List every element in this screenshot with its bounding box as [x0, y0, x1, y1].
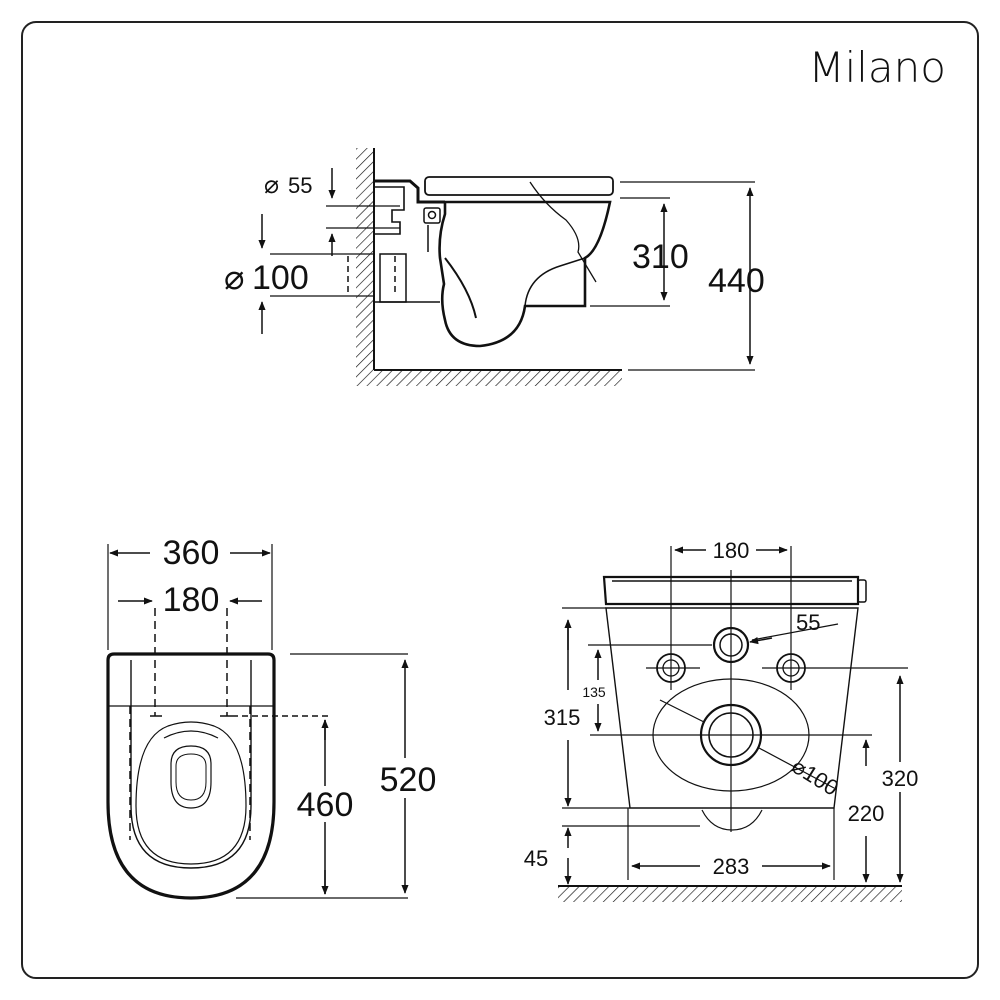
rear-view-dimensions [564, 546, 904, 885]
rear-fixing-spacing-label: 180 [713, 538, 750, 563]
brand-logo-text: Milano [808, 43, 946, 92]
outlet-diameter-label: ⌀100 [787, 753, 843, 801]
depth-label: 520 [380, 761, 437, 799]
base-width-label: 283 [713, 854, 750, 879]
side-view [270, 148, 755, 386]
pipe-small-label: 55 [288, 173, 312, 198]
pipe-large-label: 100 [252, 259, 309, 297]
fixing-to-front-label: 460 [297, 786, 354, 824]
bowl-height-label: 310 [632, 238, 689, 276]
fixing-height-label: 320 [882, 766, 919, 791]
top-view-dimensions [109, 549, 409, 895]
floor-hatch [558, 886, 902, 902]
diameter-symbol: ⌀ [224, 259, 244, 297]
fixing-spacing-label: 180 [163, 581, 220, 619]
drawing-frame [21, 21, 979, 979]
base-clearance-label: 45 [524, 846, 548, 871]
diameter-symbol: ⌀ [264, 171, 279, 199]
inlet-diameter-label: 55 [796, 610, 820, 635]
floor-hatch [356, 370, 622, 386]
bolt-spacing-label: 135 [582, 684, 606, 700]
side-view-dimensions [258, 168, 754, 365]
top-view-labels: 360 180 460 520 [163, 534, 437, 824]
wall-hatch [356, 148, 374, 370]
width-label: 360 [163, 534, 220, 572]
rear-view [558, 546, 908, 902]
top-view-outline [106, 652, 276, 900]
top-view [106, 544, 408, 900]
side-view-labels: ⌀ 55 ⌀ 100 310 440 [224, 171, 765, 300]
outlet-height-label: 220 [848, 801, 885, 826]
inlet-height-label: 315 [544, 705, 581, 730]
total-height-label: 440 [708, 262, 765, 300]
